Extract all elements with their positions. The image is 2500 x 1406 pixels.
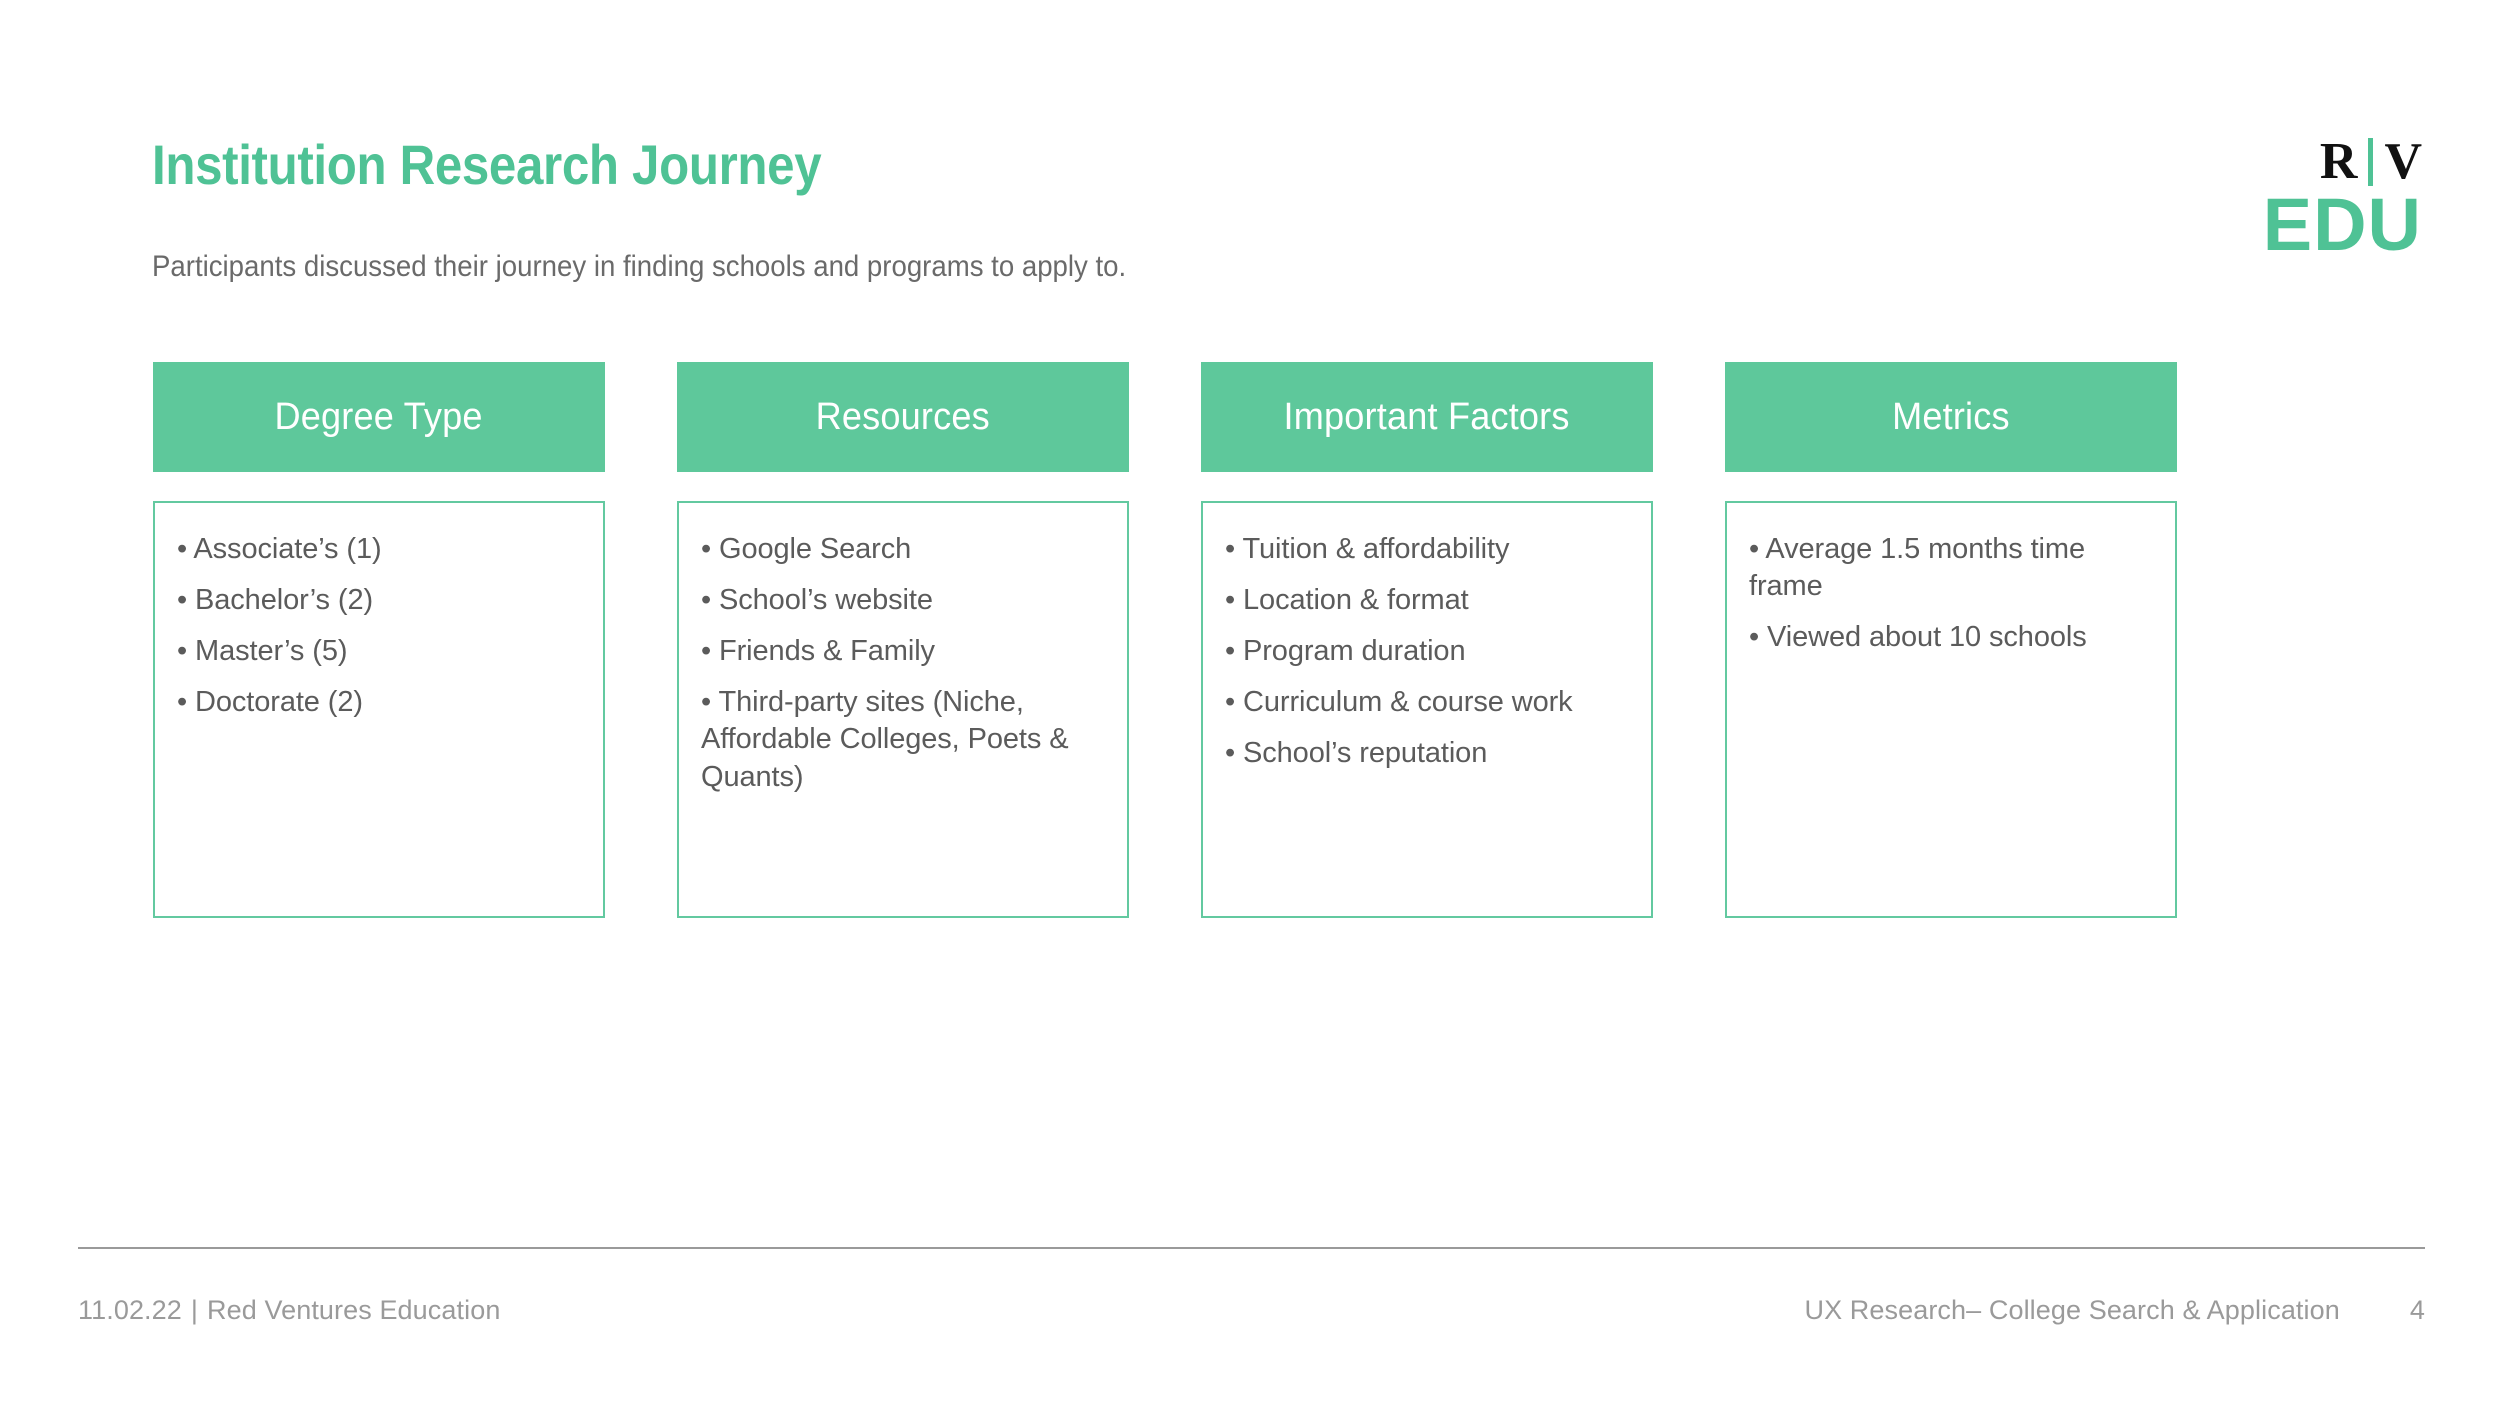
column-resources: Resources • Google Search • School’s web… <box>677 362 1129 918</box>
bullet-list: • Associate’s (1) • Bachelor’s (2) • Mas… <box>177 531 579 721</box>
column-header-label: Resources <box>815 396 991 438</box>
bullet-list: • Average 1.5 months time frame • Viewed… <box>1749 531 2151 656</box>
logo-letter-r: R <box>2319 133 2358 190</box>
column-header-label: Important Factors <box>1283 396 1571 438</box>
column-important-factors: Important Factors • Tuition & affordabil… <box>1201 362 1653 918</box>
rv-edu-logo: R V EDU <box>2182 136 2422 266</box>
list-item: • Average 1.5 months time frame <box>1749 533 2085 603</box>
column-body-degree-type: • Associate’s (1) • Bachelor’s (2) • Mas… <box>153 501 605 918</box>
list-item: • Friends & Family <box>701 635 935 668</box>
footer-right: UX Research– College Search & Applicatio… <box>1804 1295 2425 1326</box>
column-body-important-factors: • Tuition & affordability • Location & f… <box>1201 501 1653 918</box>
list-item: • Curriculum & course work <box>1225 686 1573 719</box>
column-header-degree-type: Degree Type <box>153 362 605 472</box>
list-item: • School’s reputation <box>1225 737 1488 770</box>
research-journey-columns: Degree Type • Associate’s (1) • Bachelor… <box>153 362 2217 918</box>
list-item: • Third-party sites (Niche, Affordable C… <box>701 686 1069 793</box>
column-body-metrics: • Average 1.5 months time frame • Viewed… <box>1725 501 2177 918</box>
list-item: • Google Search <box>701 533 912 565</box>
column-header-metrics: Metrics <box>1725 362 2177 472</box>
list-item: • Associate’s (1) <box>177 533 382 565</box>
column-header-label: Metrics <box>1892 396 2010 438</box>
page-title: Institution Research Journey <box>152 133 822 196</box>
footer-left: 11.02.22 | Red Ventures Education <box>78 1295 500 1326</box>
column-body-resources: • Google Search • School’s website • Fri… <box>677 501 1129 918</box>
list-item: • Bachelor’s (2) <box>177 584 374 617</box>
footer-divider <box>78 1247 2425 1249</box>
footer: 11.02.22 | Red Ventures Education UX Resea… <box>78 1295 2425 1326</box>
bullet-list: • Tuition & affordability • Location & f… <box>1225 531 1627 773</box>
list-item: • Program duration <box>1225 635 1466 668</box>
column-header-resources: Resources <box>677 362 1129 472</box>
column-metrics: Metrics • Average 1.5 months time frame … <box>1725 362 2177 918</box>
logo-divider-icon <box>2368 138 2374 186</box>
page-subtitle: Participants discussed their journey in … <box>152 250 1127 283</box>
logo-wordmark-edu: EDU <box>2262 183 2422 266</box>
list-item: • Location & format <box>1225 584 1469 617</box>
list-item: • Master’s (5) <box>177 635 348 668</box>
column-header-label: Degree Type <box>274 396 484 438</box>
column-degree-type: Degree Type • Associate’s (1) • Bachelor… <box>153 362 605 918</box>
logo-rv-lockup: R V <box>2182 136 2422 188</box>
footer-project: UX Research– College Search & Applicatio… <box>1804 1295 2340 1325</box>
footer-separator: | <box>190 1295 199 1325</box>
list-item: • School’s website <box>701 584 933 617</box>
page-number: 4 <box>2409 1295 2425 1325</box>
list-item: • Viewed about 10 schools <box>1749 621 2087 654</box>
footer-organization: Red Ventures Education <box>207 1295 501 1325</box>
logo-letter-v: V <box>2384 133 2422 190</box>
bullet-list: • Google Search • School’s website • Fri… <box>701 531 1103 796</box>
column-header-important-factors: Important Factors <box>1201 362 1653 472</box>
footer-date: 11.02.22 <box>78 1295 182 1325</box>
list-item: • Doctorate (2) <box>177 686 363 719</box>
list-item: • Tuition & affordability <box>1225 533 1510 565</box>
